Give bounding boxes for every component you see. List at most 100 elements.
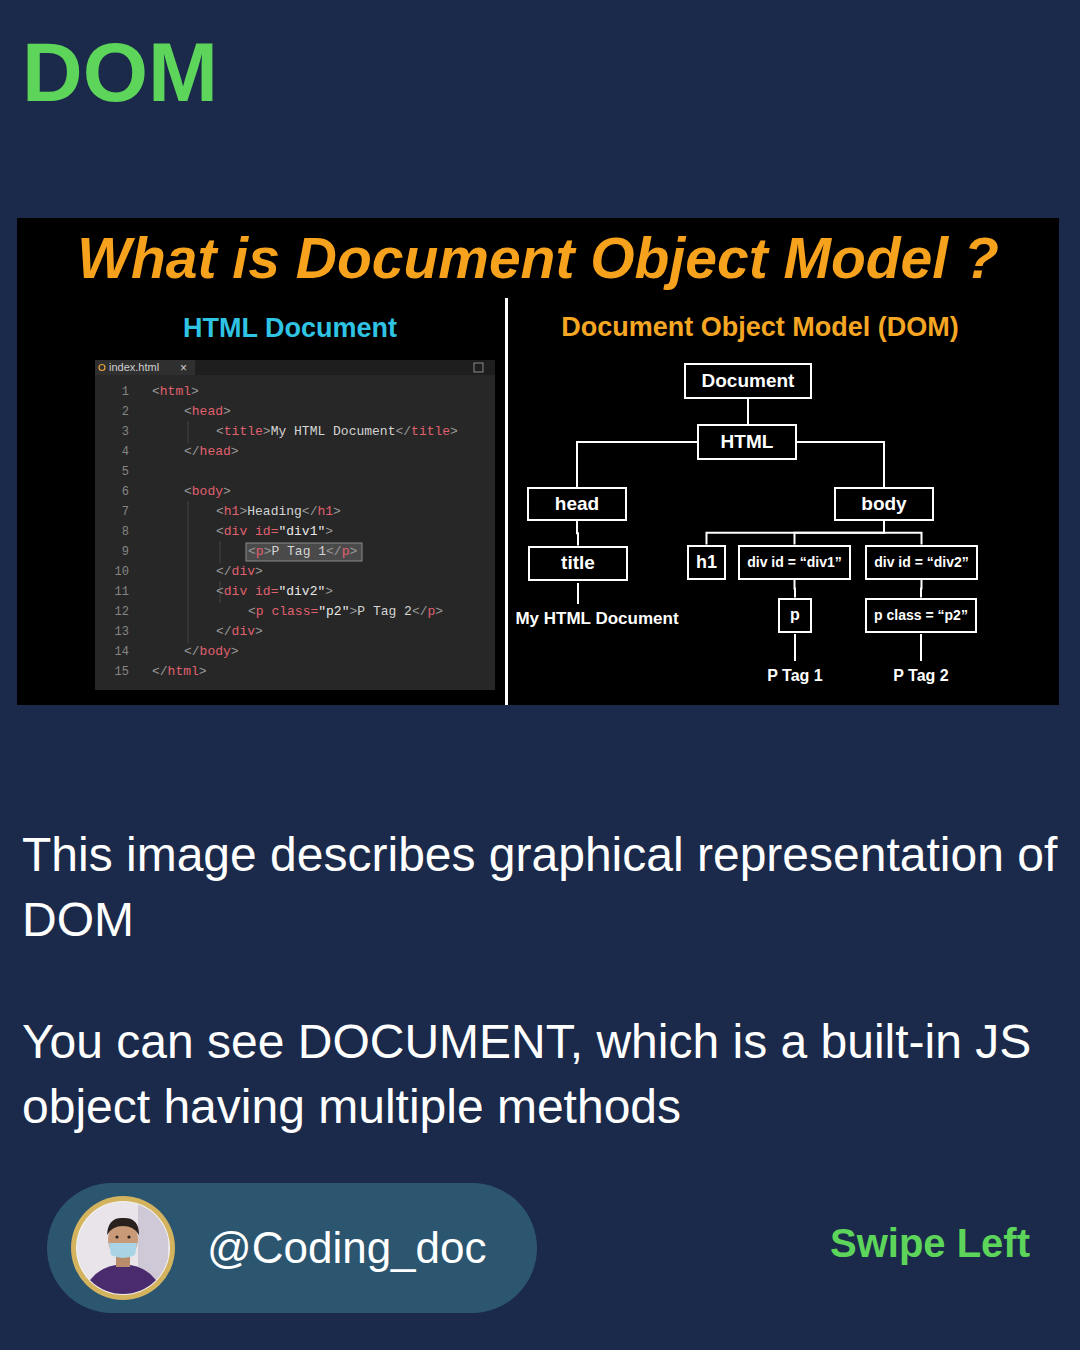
indent-guide — [188, 501, 189, 643]
node-label: div id = “div2” — [874, 554, 969, 570]
code-token: </ — [412, 604, 428, 619]
code-token: > — [255, 624, 263, 639]
code-token: > — [191, 384, 199, 399]
swipe-hint: Swipe Left — [830, 1219, 1030, 1267]
image-panel — [17, 218, 1059, 705]
code-token: "div1" — [278, 524, 325, 539]
tree-connector — [797, 442, 884, 487]
code-token: h1 — [317, 504, 333, 519]
tree-connector — [747, 399, 749, 424]
tree-connector — [577, 521, 578, 546]
dom-tree-box: head — [527, 487, 627, 521]
line-number: 12 — [115, 605, 129, 619]
code-token: div — [232, 624, 255, 639]
code-token: div — [232, 564, 255, 579]
handle-pill: @Coding_doc — [47, 1183, 537, 1313]
code-line: <p class="p2">P Tag 2</p> — [248, 604, 443, 620]
code-token: body — [200, 644, 231, 659]
code-token: > — [450, 424, 458, 439]
code-token: p — [256, 544, 264, 559]
code-token: p — [256, 604, 264, 619]
tree-connector — [577, 442, 697, 487]
line-number: 14 — [115, 645, 129, 659]
line-number: 9 — [122, 545, 129, 559]
dom-tree-box: div id = “div2” — [865, 545, 978, 580]
caption-paragraph: This image describes graphical represent… — [22, 822, 1062, 952]
code-token: > — [435, 604, 443, 619]
caption-paragraph: You can see DOCUMENT, which is a built-i… — [22, 1009, 1062, 1139]
text-node: P Tag 1 — [767, 666, 822, 685]
dom-tree-box: body — [834, 487, 934, 521]
node-label: p — [790, 606, 800, 624]
code-token: > — [264, 544, 272, 559]
node-label: div id = “div1” — [747, 554, 842, 570]
line-number: 1 — [122, 385, 129, 399]
code-token: title — [224, 424, 263, 439]
dom-tree-box: div id = “div1” — [738, 545, 851, 580]
panel-heading: What is Document Object Model ? — [77, 224, 999, 292]
code-line: </div> — [216, 564, 263, 580]
code-token: html — [168, 664, 199, 679]
code-line: <p>P Tag 1</p> — [248, 544, 357, 560]
code-line: </body> — [184, 644, 239, 660]
node-label: @Coding_doc — [207, 1223, 487, 1274]
line-number: 4 — [122, 445, 129, 459]
code-token: </ — [216, 624, 232, 639]
code-token: </ — [302, 504, 318, 519]
code-editor — [95, 360, 495, 690]
code-token: > — [325, 584, 333, 599]
code-token: id= — [255, 584, 278, 599]
section-heading: HTML Document — [183, 312, 397, 344]
line-number: 10 — [115, 565, 129, 579]
code-token: > — [325, 524, 333, 539]
code-line: <body> — [184, 484, 231, 500]
code-token: h1 — [224, 504, 240, 519]
code-token: > — [231, 644, 239, 659]
code-token: "div2" — [278, 584, 325, 599]
code-token: </ — [152, 664, 168, 679]
code-token: html — [160, 384, 191, 399]
line-number: 5 — [122, 465, 129, 479]
code-token: "p2" — [318, 604, 349, 619]
code-line: <head> — [184, 404, 231, 420]
code-line: <div id="div1"> — [216, 524, 333, 540]
line-number: 2 — [122, 405, 129, 419]
code-token: div — [224, 524, 247, 539]
tab-close: × — [180, 361, 187, 375]
tree-connector — [794, 580, 797, 598]
editor-icon — [474, 363, 483, 372]
code-token: < — [184, 404, 192, 419]
code-token: </ — [184, 444, 200, 459]
selection-highlight — [246, 543, 362, 561]
code-token: head — [192, 404, 223, 419]
panel-divider — [505, 298, 508, 705]
code-token: > — [255, 564, 263, 579]
code-token: > — [333, 504, 341, 519]
leader-line — [794, 634, 796, 661]
node-label: HTML — [721, 431, 774, 453]
code-line: </div> — [216, 624, 263, 640]
code-token: </ — [326, 544, 342, 559]
code-token: P Tag 2 — [357, 604, 412, 619]
code-token: > — [263, 424, 271, 439]
line-number: 13 — [115, 625, 129, 639]
code-token: P Tag 1 — [271, 544, 326, 559]
code-token: </ — [216, 564, 232, 579]
editor-tab-bar — [95, 360, 495, 375]
section-heading: Document Object Model (DOM) — [561, 311, 959, 343]
line-number: 6 — [122, 485, 129, 499]
code-token: > — [349, 544, 357, 559]
code-token: < — [216, 584, 224, 599]
code-line: <title>My HTML Document</title> — [216, 424, 458, 440]
node-label: head — [555, 493, 599, 515]
code-token: < — [216, 424, 224, 439]
avatar-person — [68, 1193, 178, 1303]
code-token: title — [411, 424, 450, 439]
node-label: body — [861, 493, 906, 515]
code-token: < — [184, 484, 192, 499]
code-token: < — [216, 524, 224, 539]
code-token: < — [248, 604, 256, 619]
node-label: Document — [702, 370, 795, 392]
